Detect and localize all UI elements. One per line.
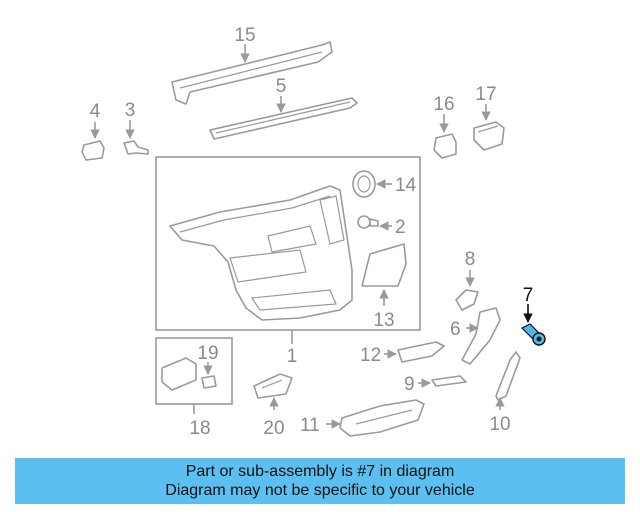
part-3-push-pin: 3 [123,100,149,155]
part-10-strip: 10 [489,351,521,435]
callout-10: 10 [489,414,510,435]
part-17-switch: 17 [473,84,505,151]
callout-20: 20 [263,418,284,439]
part-16-bracket: 16 [433,94,457,159]
part-8-cover: 8 [455,249,479,311]
part-11-armrest: 11 [300,399,425,437]
callout-19: 19 [197,343,218,364]
part-12-handle-trim: 12 [360,341,445,366]
callout-8: 8 [465,249,476,270]
part-13-insert: 13 [361,243,407,331]
part-9-bezel: 9 [404,374,467,395]
callout-5: 5 [276,76,287,97]
door-trim-panel [169,185,353,321]
callout-15: 15 [234,25,255,46]
part-4-clip: 4 [81,101,105,161]
banner-line-1: Part or sub-assembly is #7 in diagram [185,463,455,480]
callout-13: 13 [373,310,394,331]
part-5-trim-strip: 5 [209,76,358,140]
callout-3: 3 [125,100,136,121]
part-14-speaker-ring: 14 [352,170,417,198]
callout-14: 14 [395,175,417,196]
part-15-belt-molding: 15 [171,25,333,105]
callout-7: 7 [523,285,534,306]
callout-12: 12 [360,345,381,366]
callout-18: 18 [189,418,210,439]
part-18-handle: 18 [161,357,211,439]
assembly-1-leader: 1 [287,330,298,367]
callout-16: 16 [433,94,454,115]
info-banner: Part or sub-assembly is #7 in diagram Di… [15,458,625,504]
callout-9: 9 [404,374,415,395]
assembly-1-frame [155,156,421,331]
callout-4: 4 [90,101,101,122]
part-6-bracket: 6 [450,307,501,365]
banner-line-2: Diagram may not be specific to your vehi… [165,482,475,499]
part-19-screw: 19 [197,343,219,389]
callout-1: 1 [287,346,298,367]
part-2-screw: 2 [357,215,406,238]
callout-17: 17 [475,84,496,105]
callout-6: 6 [450,319,461,340]
part-7-bolt-highlighted[interactable]: 7 [520,285,546,346]
callout-11: 11 [300,415,320,436]
part-20-handle-cup: 20 [253,373,293,439]
callout-2: 2 [395,217,406,238]
parts-diagram: 15 5 4 3 16 17 [81,25,546,439]
